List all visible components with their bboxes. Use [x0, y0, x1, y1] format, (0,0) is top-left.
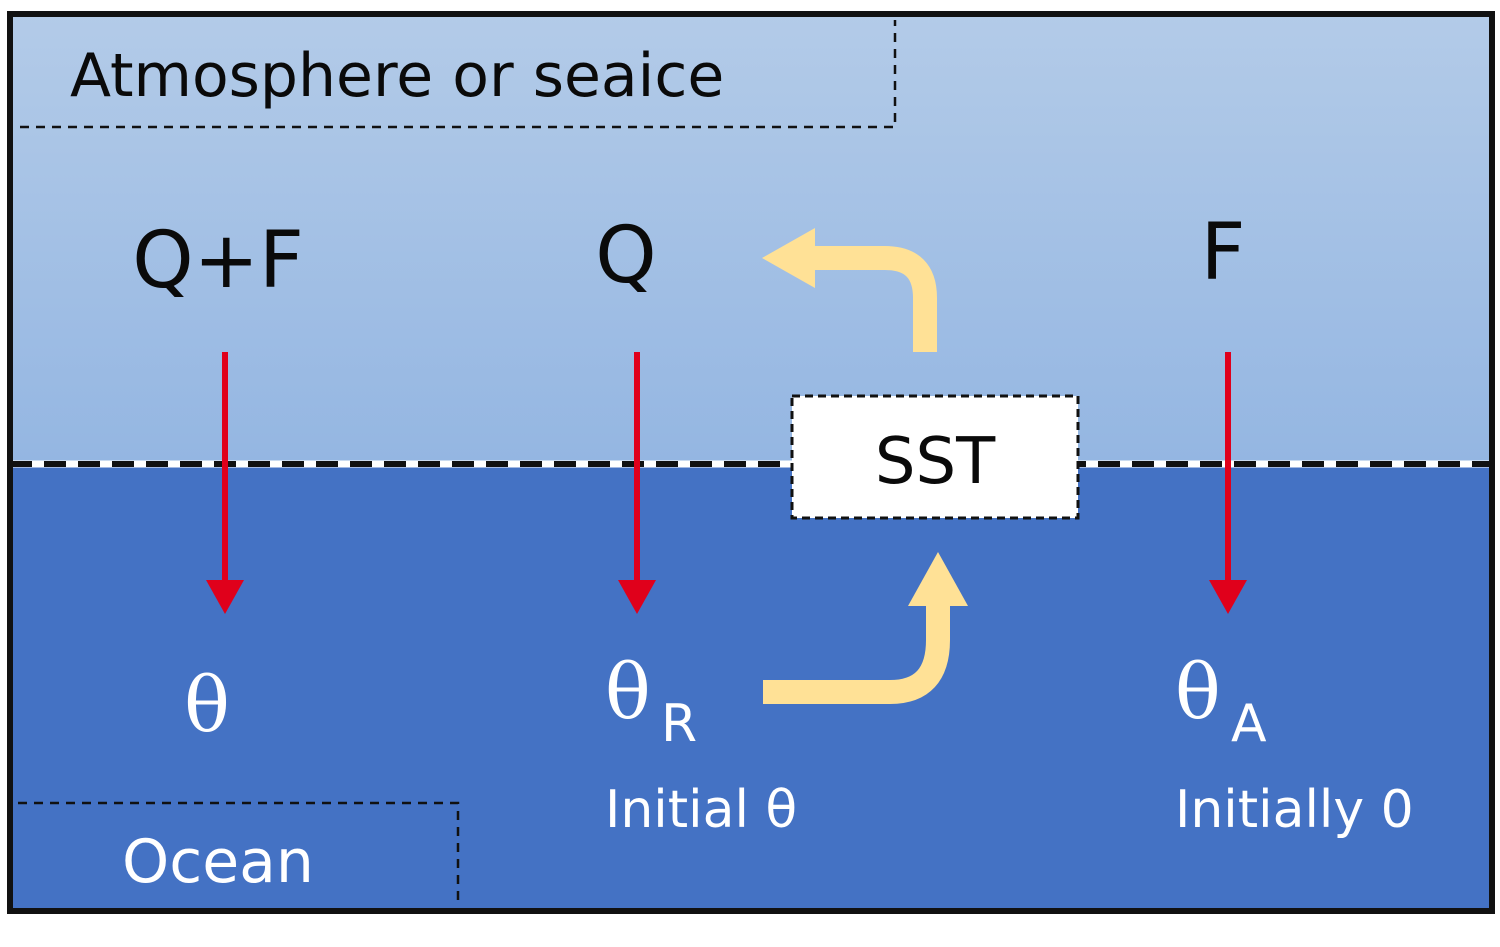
theta-r-subscript: R — [661, 694, 697, 754]
theta-a-label: θ — [1175, 647, 1221, 736]
sst-box — [790, 394, 1080, 520]
flux-label-f: F — [1201, 208, 1246, 298]
flux-arrow-2 — [618, 352, 656, 614]
flux-label-q-plus-f: Q+F — [132, 216, 304, 306]
ocean-label-frame — [18, 801, 460, 905]
flux-arrow-3 — [1209, 352, 1247, 614]
ocean-label: Ocean — [122, 827, 314, 897]
feedback-arrow-upper — [762, 228, 937, 352]
atmosphere-label-frame — [20, 20, 897, 129]
diagram-border — [7, 11, 1495, 914]
theta-r-note: Initial θ — [605, 780, 797, 840]
theta-a-subscript: A — [1231, 694, 1267, 754]
theta-label: θ — [184, 660, 230, 749]
flux-label-q: Q — [595, 211, 656, 301]
flux-arrow-1 — [206, 352, 244, 614]
ocean-region — [10, 464, 1492, 911]
atmosphere-region — [10, 14, 1492, 464]
atmosphere-label: Atmosphere or seaice — [70, 41, 724, 111]
theta-r-label: θ — [605, 647, 651, 736]
theta-a-note: Initially 0 — [1175, 780, 1414, 840]
feedback-arrow-lower — [763, 552, 968, 704]
sst-label: SST — [875, 425, 996, 499]
